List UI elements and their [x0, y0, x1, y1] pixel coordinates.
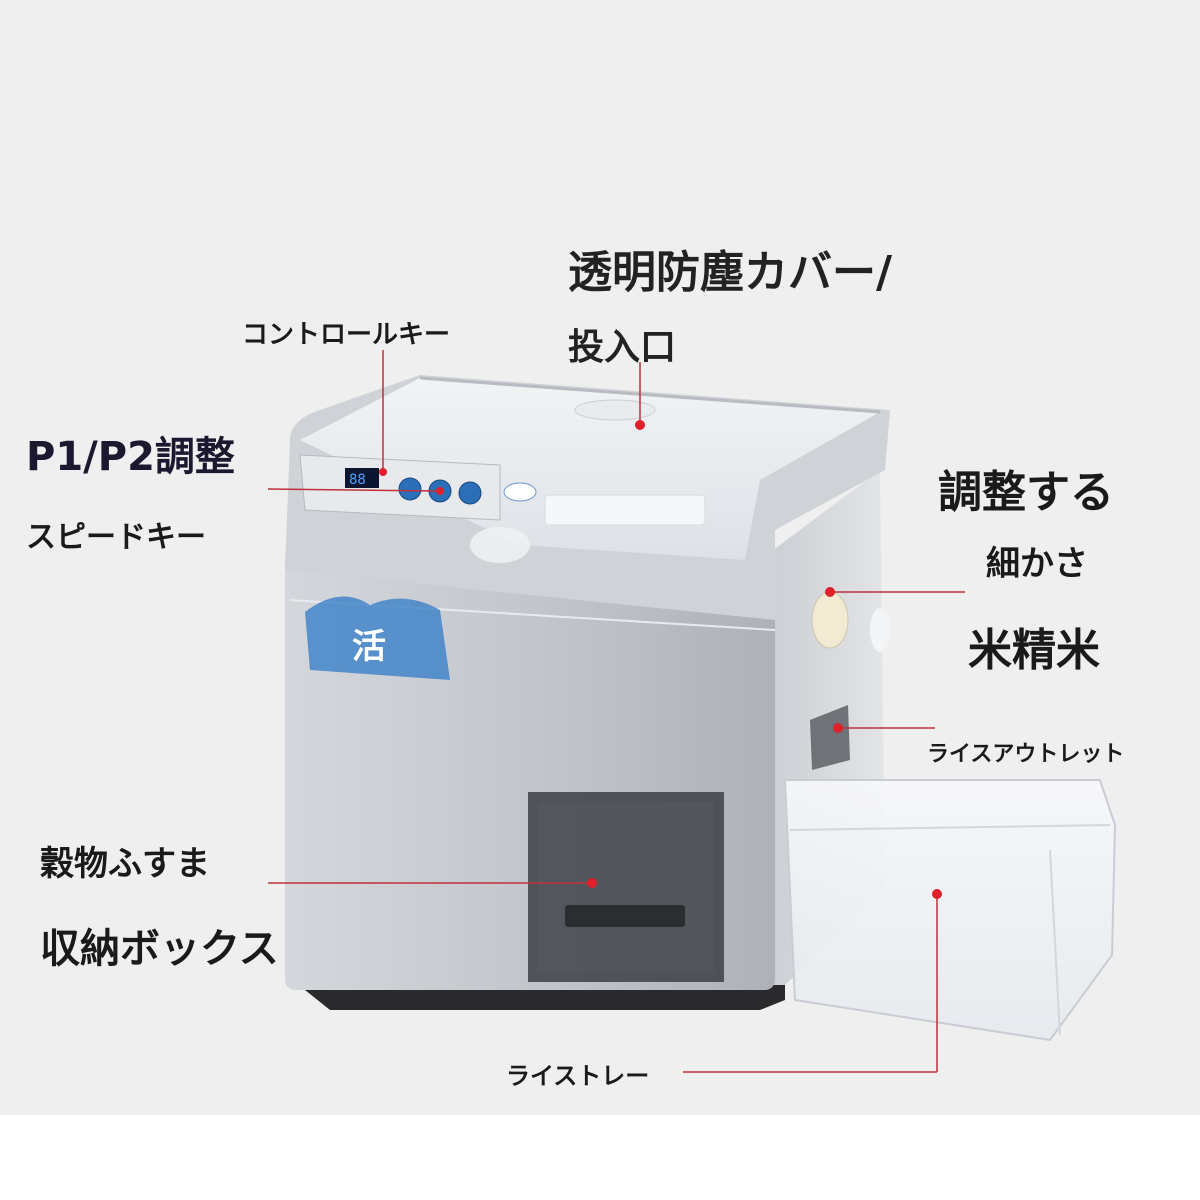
sticker-badge	[305, 596, 450, 680]
badge-character: 活	[352, 627, 386, 667]
label-polish: 米精米	[968, 625, 1100, 676]
label-inlet: 投入口	[568, 327, 677, 368]
dot-tray	[932, 889, 942, 899]
label-p1p2-adjust: P1/P2調整	[26, 434, 235, 480]
rice-outlet-chute	[810, 705, 850, 770]
label-storage-box: 収納ボックス	[40, 926, 279, 972]
fineness-knob	[811, 591, 849, 649]
label-fineness: 細かさ	[986, 544, 1088, 584]
label-rice-outlet: ライスアウトレット	[927, 742, 1125, 767]
rice-tray-body	[783, 779, 1117, 1042]
leader-speed	[267, 488, 441, 492]
dot-inlet	[635, 420, 645, 430]
bottom-margin	[0, 1115, 1200, 1200]
dot-fineness	[825, 587, 835, 597]
label-bran: 穀物ふすま	[40, 844, 210, 884]
label-adjust: 調整する	[938, 467, 1114, 518]
dot-control	[379, 468, 387, 476]
label-speed-keys: スピードキー	[26, 520, 206, 555]
label-dust-cover: 透明防塵カバー/	[568, 247, 893, 298]
dot-bran	[587, 878, 597, 888]
label-rice-tray: ライストレー	[506, 1062, 650, 1090]
brand-logo	[503, 482, 537, 502]
rice-polisher-machine: 88 活	[267, 350, 1117, 1073]
label-control-keys: コントロールキー	[242, 320, 451, 350]
dot-outlet	[833, 723, 843, 733]
dust-cover	[300, 378, 880, 560]
lid-label	[544, 494, 706, 526]
control-key-1	[398, 477, 422, 501]
dot-speed	[436, 487, 444, 495]
control-key-3	[458, 481, 482, 505]
inlet-opening	[574, 399, 656, 421]
digital-display	[345, 468, 379, 488]
display-digits: 88	[349, 472, 366, 488]
drawer-handle	[565, 905, 685, 927]
